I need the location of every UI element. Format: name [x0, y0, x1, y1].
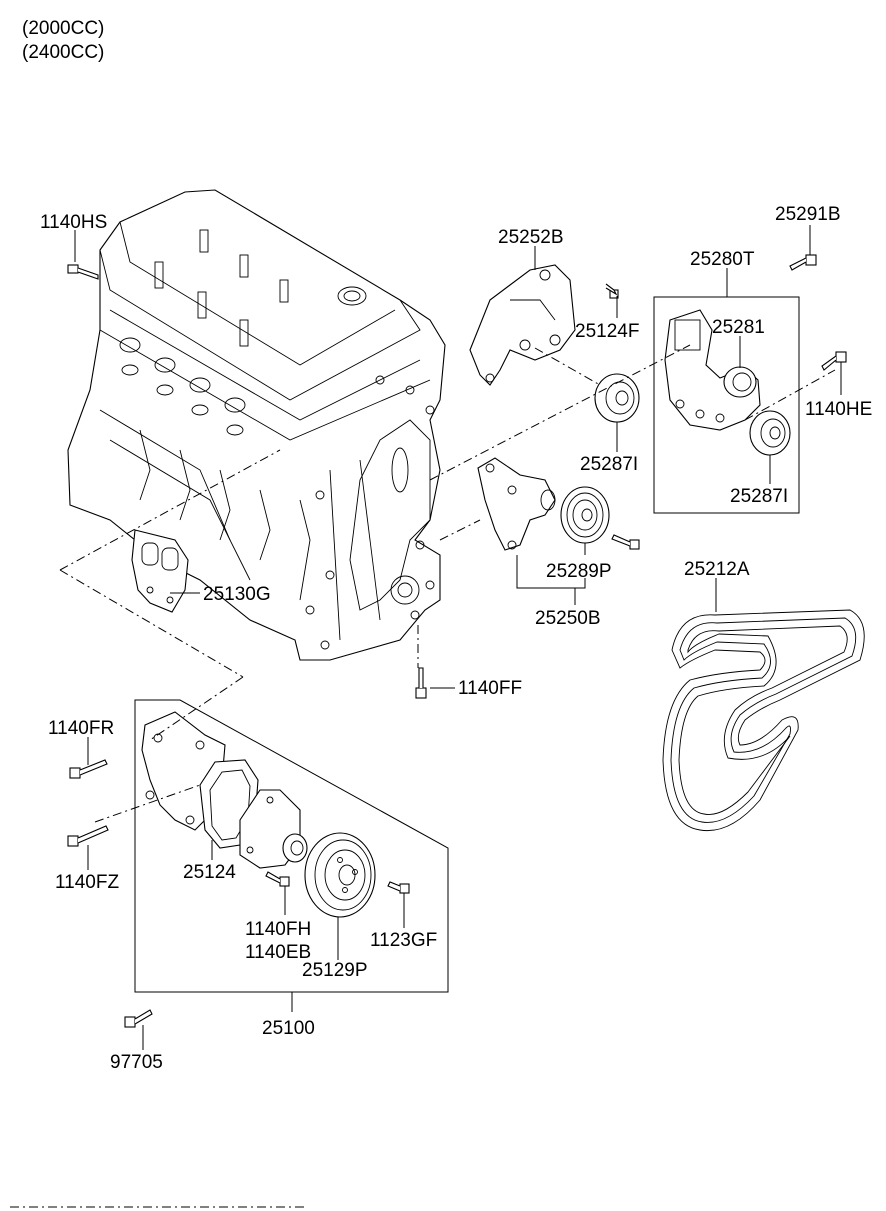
- drive-belt-25212a: [662, 609, 865, 832]
- pulley-25129p: [304, 832, 376, 918]
- label-25124f: 25124F: [575, 321, 639, 342]
- pulley-25289p: [560, 486, 610, 544]
- water-pump-assembly-box: [134, 699, 449, 993]
- label-25252b: 25252B: [498, 227, 564, 248]
- label-25287i-right: 25287I: [730, 486, 788, 507]
- idler-pulley-25287i-left: [594, 373, 640, 423]
- label-1140eb: 1140EB: [245, 942, 311, 963]
- bolt-1140fz: [67, 825, 109, 847]
- label-25130g: 25130G: [203, 584, 271, 605]
- bolt-1140he: [821, 351, 847, 371]
- label-1140fh: 1140FH: [245, 919, 311, 940]
- variant-2400cc: (2400CC): [22, 42, 104, 63]
- dashed-connectors: [10, 344, 836, 1208]
- label-25100: 25100: [262, 1018, 315, 1039]
- label-25280t: 25280T: [690, 249, 755, 270]
- label-1140he: 1140HE: [805, 399, 872, 420]
- label-25129p: 25129P: [302, 960, 368, 981]
- label-25287i-left: 25287I: [580, 454, 638, 475]
- label-1140hs: 1140HS: [40, 212, 107, 233]
- bolt-1140fh: [265, 871, 290, 887]
- tensioner-25281: [664, 309, 761, 431]
- label-1140fr: 1140FR: [48, 718, 114, 739]
- bolt-pulley-25289p: [611, 534, 640, 550]
- label-25289p: 25289P: [546, 561, 612, 582]
- leader-lines: [74, 225, 842, 1050]
- bolt-97705: [124, 1009, 153, 1028]
- water-pump-body: [239, 789, 308, 869]
- label-25250b: 25250B: [535, 608, 601, 629]
- bracket-25252b: [469, 264, 576, 386]
- label-25291b: 25291B: [775, 204, 841, 225]
- bolt-1123gf: [387, 881, 410, 894]
- bolt-25124f: [605, 283, 619, 299]
- bolt-25291b: [789, 254, 817, 271]
- variant-2000cc: (2000CC): [22, 18, 104, 39]
- label-25212a: 25212A: [684, 559, 750, 580]
- bolt-1140ff: [415, 667, 427, 699]
- label-1123gf: 1123GF: [370, 930, 437, 951]
- part-labels: 1140HS 25252B 25291B 25280T 25124F 25281…: [40, 204, 872, 1073]
- label-25281: 25281: [712, 317, 765, 338]
- label-1140fz: 1140FZ: [55, 872, 119, 893]
- label-25124: 25124: [183, 862, 236, 883]
- bolt-1140fr: [69, 759, 108, 779]
- bracket-25250b: [477, 457, 556, 551]
- label-1140ff: 1140FF: [458, 678, 522, 699]
- gasket-25130g: [131, 529, 189, 613]
- bolt-1140hs: [67, 264, 99, 280]
- label-97705: 97705: [110, 1052, 163, 1073]
- idler-pulley-25287i-right: [749, 410, 791, 456]
